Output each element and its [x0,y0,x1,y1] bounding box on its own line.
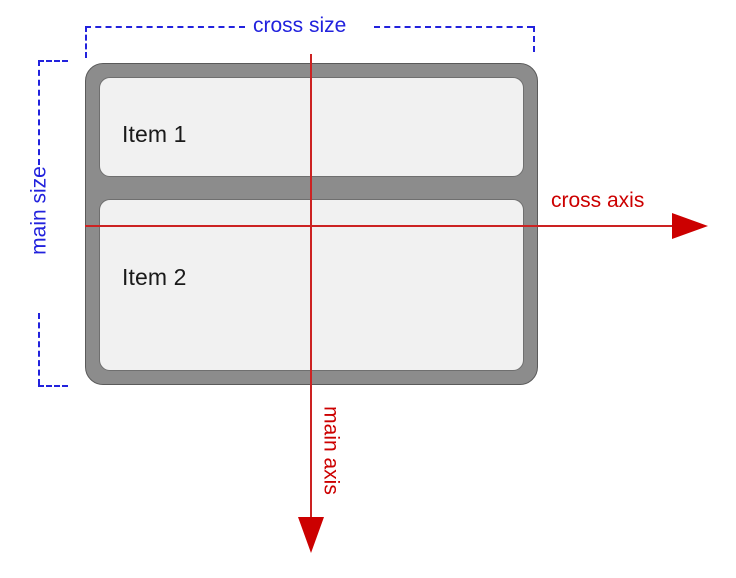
main-size-bracket-top-leg [38,60,68,62]
cross-size-bracket-right-segment [374,26,533,28]
main-size-label: main size [27,166,51,255]
flex-item-2-label: Item 2 [122,263,187,290]
main-size-bracket-bottom-leg [38,385,68,387]
cross-axis-line [85,225,681,227]
cross-axis-label: cross axis [551,189,645,212]
main-size-bracket-bottom-segment [38,313,40,385]
cross-size-bracket-left-segment [85,26,245,28]
main-axis-arrowhead-icon [298,517,324,553]
cross-size-bracket-right-leg [533,26,535,52]
main-axis-line [310,54,312,524]
cross-size-bracket-left-leg [85,26,87,58]
flex-item-1-label: Item 1 [122,120,187,147]
cross-size-label: cross size [253,14,347,37]
main-axis-label: main axis [319,406,343,495]
cross-axis-arrowhead-icon [672,213,708,239]
main-size-bracket-top-segment [38,60,40,165]
